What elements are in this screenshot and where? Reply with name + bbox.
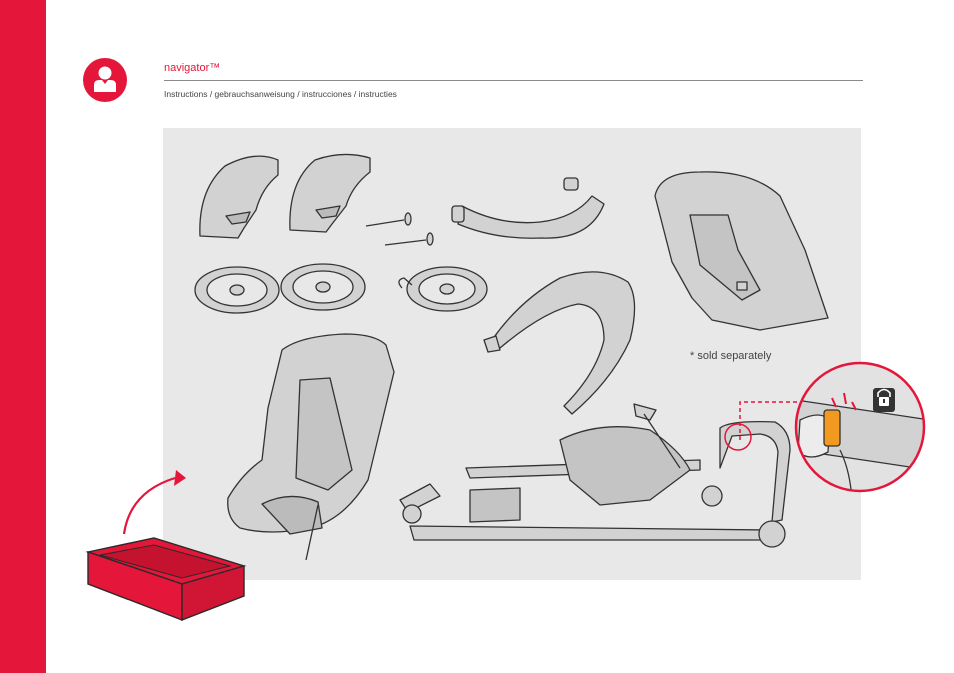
sold-separately-note: * sold separately <box>690 350 772 362</box>
instructions-subtitle: Instructions / gebrauchsanweisung / inst… <box>164 89 397 99</box>
lock-icon <box>873 388 895 412</box>
brand-title: navigator™ <box>164 62 221 74</box>
person-badge-icon <box>83 58 127 102</box>
side-accent-bar <box>0 0 46 673</box>
header-divider <box>164 80 863 81</box>
